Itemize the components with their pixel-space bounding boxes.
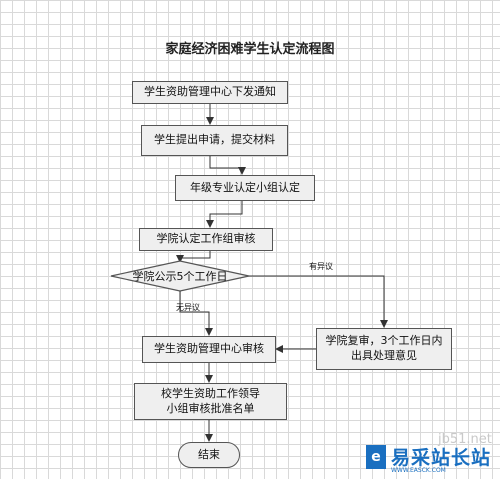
edge-label-no-objection: 无异议 [176,303,200,312]
watermark-ghost-text: jb51.net [438,432,492,447]
step-notice-box: 学生资助管理中心下发通知 [132,81,288,104]
leader-line1: 校学生资助工作领导 [161,386,260,400]
diagram-title: 家庭经济困难学生认定流程图 [165,42,335,57]
edge-decision-center [179,291,213,336]
recheck-line1: 学院复审，3个工作日内 [325,334,443,348]
end-terminal: 结束 [178,442,240,468]
edge-step4-decision [176,251,211,263]
edge-label-has-objection: 有异议 [309,262,333,271]
watermark-url: WWW.EASCK.COM [391,467,446,474]
decision-label: 学院公示5个工作日 [132,270,228,283]
watermark-title: 易采站长站 [391,447,492,469]
recheck-line2: 出具处理意见 [351,349,417,362]
step-apply-box: 学生提出申请，提交材料 [141,125,288,156]
recheck-box: 学院复审，3个工作日内 出具处理意见 [316,328,452,370]
edge-step3-step4 [206,201,243,228]
leader-line2: 小组审核批准名单 [166,401,255,415]
watermark-logo-icon: e [366,445,386,469]
step-major-review-box: 年级专业认定小组认定 [175,175,315,201]
leader-approval-box: 校学生资助工作领导 小组审核批准名单 [134,383,287,420]
edge-step2-step3 [209,156,246,175]
step-college-review-box: 学院认定工作组审核 [139,228,273,251]
center-review-box: 学生资助管理中心审核 [142,336,276,363]
edge-decision-review [249,275,388,328]
